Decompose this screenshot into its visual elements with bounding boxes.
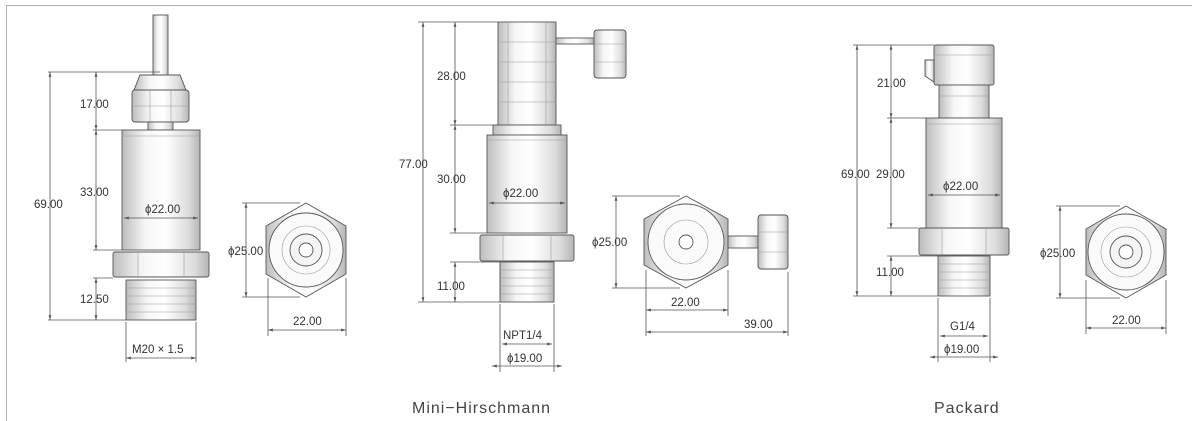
v3-top-dim: 21.00 — [877, 78, 906, 90]
v3-bottom-diameter-dim: ϕ19.00 — [944, 344, 979, 356]
v2-bottom-diameter-dim: ϕ19.00 — [507, 353, 542, 365]
v2-overall-dim: 77.00 — [399, 159, 428, 171]
v1-overall-dim: 69.00 — [34, 199, 63, 211]
v3-body-diameter-dim: ϕ22.00 — [943, 181, 978, 193]
view-2-side: 77.00 28.00 30.00 ϕ22.00 11.00 NPT1/4 ϕ1… — [399, 21, 627, 372]
v1-hex-flat-dim: 22.00 — [293, 316, 322, 328]
caption-mini-hirschmann: Mini−Hirschmann — [412, 400, 551, 417]
v3-hex-diameter-dim: ϕ25.00 — [1040, 248, 1075, 260]
view-2-end: ϕ25.00 22.00 39.00 — [592, 195, 789, 336]
v1-body-diameter-dim: ϕ22.00 — [145, 204, 180, 216]
v2-hex-flat-dim: 22.00 — [671, 297, 700, 309]
v3-body-dim: 29.00 — [876, 169, 905, 181]
view-3-side: 69.00 21.00 29.00 ϕ22.00 11.00 G1/4 ϕ19.… — [841, 44, 1010, 362]
v2-hex-diameter-dim: ϕ25.00 — [592, 237, 627, 249]
v1-thread-length-dim: 12.50 — [80, 294, 109, 306]
v3-thread-dim: G1/4 — [950, 321, 976, 333]
view-1-side: 69.00 17.00 33.00 ϕ22.00 12.50 M20 × 1.5 — [34, 14, 210, 362]
v2-top-dim: 28.00 — [437, 71, 466, 83]
v2-body-diameter-dim: ϕ22.00 — [503, 188, 538, 200]
v2-thread-dim: NPT1/4 — [503, 330, 543, 342]
v1-top-dim: 17.00 — [80, 99, 109, 111]
drawing-frame — [6, 5, 1192, 421]
v1-thread-dim: M20 × 1.5 — [132, 344, 183, 356]
view-3-end: ϕ25.00 22.00 — [1040, 205, 1167, 334]
v2-thread-length-dim: 11.00 — [437, 281, 465, 293]
v3-hex-flat-dim: 22.00 — [1112, 315, 1141, 327]
view-1-end: ϕ25.00 22.00 — [228, 202, 347, 336]
v3-overall-dim: 69.00 — [841, 169, 870, 181]
caption-packard: Packard — [934, 400, 1000, 417]
v2-width-dim: 39.00 — [744, 319, 773, 331]
v1-body-dim: 33.00 — [80, 187, 109, 199]
v1-hex-diameter-dim: ϕ25.00 — [228, 246, 263, 258]
v3-thread-length-dim: 11.00 — [876, 267, 904, 279]
v2-body-dim: 30.00 — [437, 174, 466, 186]
